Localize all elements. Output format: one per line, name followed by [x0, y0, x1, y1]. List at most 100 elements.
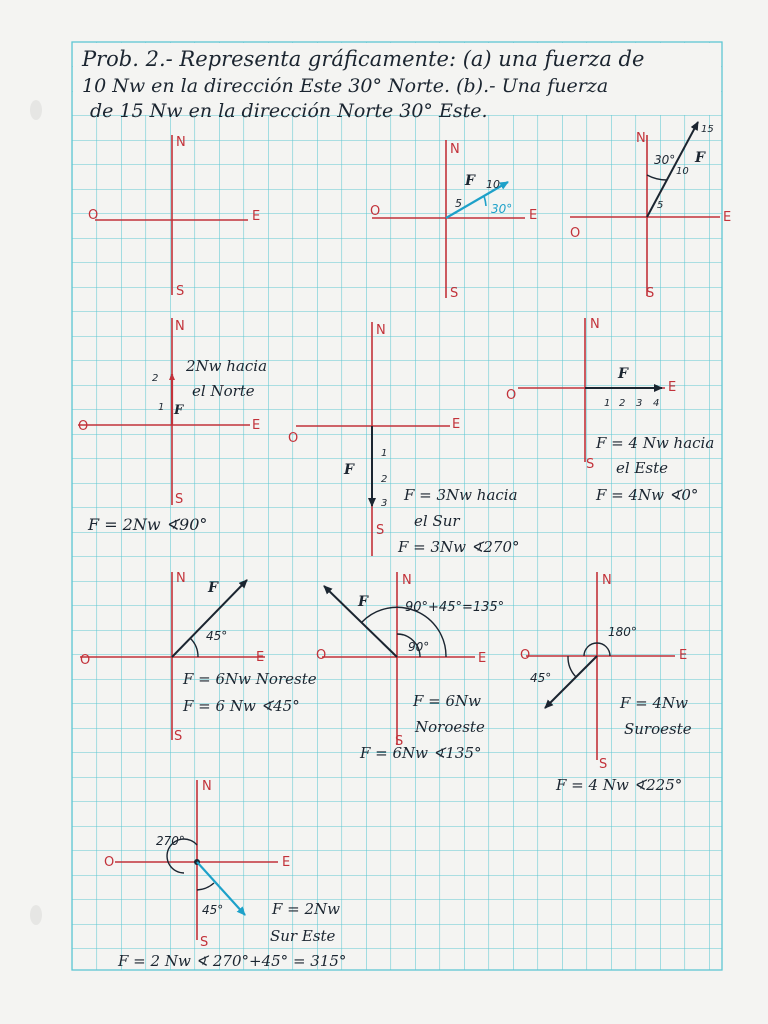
note-line-1: F = 2Nw: [271, 900, 340, 918]
diagram-10nw-este-30-norte: N S E O 5 10 F 30°: [370, 140, 537, 301]
angle-arc-90: [396, 633, 421, 658]
east-label: E: [529, 208, 537, 223]
east-label: E: [679, 648, 687, 663]
angle-label-big: 270°: [156, 834, 185, 848]
angle-arc-45: [567, 655, 577, 678]
tick-label: 10: [486, 178, 500, 191]
diagram-3nw-sur: N S E O 1 2 3 F F = 3Nw hacia el Sur F =…: [288, 322, 520, 556]
north-label: N: [176, 135, 186, 150]
south-label: S: [200, 935, 208, 950]
note-line-2: el Norte: [192, 382, 255, 400]
south-label: S: [586, 457, 594, 472]
north-label: N: [450, 142, 460, 157]
tick-label: 3: [381, 498, 387, 509]
vector-label: F: [357, 594, 369, 610]
east-label: E: [478, 651, 486, 666]
angle-arc: [189, 637, 199, 658]
result-text: F = 6 Nw ∢45°: [182, 697, 300, 715]
west-label: O: [370, 204, 380, 219]
south-label: S: [599, 757, 607, 772]
angle-label: 90°: [408, 640, 429, 654]
angle-label: 30°: [491, 202, 512, 216]
north-label: N: [175, 319, 185, 334]
north-label: N: [602, 573, 612, 588]
west-label: O: [88, 208, 98, 223]
note-line-2: Noroeste: [414, 718, 485, 736]
tick-label: 2: [381, 474, 387, 485]
tick-label: 15: [701, 124, 714, 135]
east-label: E: [256, 650, 264, 665]
diagram-6nw-noreste: N S E O 45° F F = 6Nw Noreste F = 6 Nw ∢…: [80, 571, 317, 744]
force-vector: [323, 585, 398, 658]
tick-label: 1: [604, 398, 610, 409]
vector-label: F: [464, 173, 476, 189]
angle-label-small: 45°: [530, 671, 551, 685]
note-line-1: F = 4Nw: [619, 694, 688, 712]
note-line-2: el Este: [616, 459, 668, 477]
west-label: O: [78, 419, 88, 434]
north-label: N: [176, 571, 186, 586]
result-text: F = 4Nw ∢0°: [595, 486, 698, 504]
west-label: O: [288, 431, 298, 446]
south-label: S: [175, 492, 183, 507]
diagram-4nw-este: N S E O 1 2 3 4 F F = 4 Nw hacia el Este…: [506, 317, 714, 504]
force-vector: [646, 121, 699, 218]
west-label: O: [520, 648, 530, 663]
binder-hole: [30, 905, 42, 925]
note-line-2: el Sur: [414, 512, 460, 530]
angle-arc-180: [583, 642, 611, 657]
result-text: F = 6Nw ∢135°: [359, 744, 482, 762]
south-label: S: [450, 286, 458, 301]
south-label: S: [646, 286, 654, 301]
header-band: [73, 43, 721, 115]
tick-label: 3: [636, 398, 642, 409]
north-label: N: [402, 573, 412, 588]
vector-label: F: [343, 462, 355, 478]
vector-label: F: [173, 403, 184, 418]
angle-arc: [646, 174, 668, 181]
angle-arc: [483, 195, 487, 207]
angle-label: 45°: [206, 629, 227, 643]
east-label: E: [723, 210, 731, 225]
south-label: S: [176, 284, 184, 299]
angle-arc-270: [166, 838, 198, 874]
tick-label: 2: [152, 373, 158, 384]
tick-label: 4: [653, 398, 659, 409]
north-label: N: [202, 779, 212, 794]
diagram-2nw-norte: N S E O 1 2 F 2Nw hacia el Norte F = 2Nw…: [78, 318, 267, 534]
east-label: E: [252, 418, 260, 433]
note-line-1: 2Nw hacia: [185, 357, 267, 375]
binder-hole: [30, 100, 42, 120]
angle-label-big: 180°: [608, 625, 637, 639]
result-text: F = 4 Nw ∢225°: [555, 776, 682, 794]
result-text: F = 3Nw ∢270°: [397, 538, 520, 556]
note-line-2: Sur Este: [270, 927, 336, 945]
north-label: N: [636, 131, 646, 146]
east-label: E: [452, 417, 460, 432]
vector-label: F: [207, 580, 219, 596]
angle-arc-135: [361, 606, 447, 658]
note-line-1: F = 3Nw hacia: [403, 486, 518, 504]
tick-label: 1: [381, 448, 387, 459]
graph-grid: [72, 42, 722, 970]
west-label: O: [506, 388, 516, 403]
south-label: S: [395, 734, 403, 749]
east-label: E: [252, 209, 260, 224]
west-label: O: [104, 855, 114, 870]
tick-label: 10: [676, 166, 689, 177]
note-line-1: F = 6Nw Noreste: [182, 670, 317, 688]
force-vector: [544, 655, 598, 709]
note-line-1: F = 6Nw: [412, 692, 481, 710]
north-label: N: [376, 323, 386, 338]
diagram-15nw-norte-30-este: N S E O 5 10 15 30° F: [570, 121, 731, 301]
south-label: S: [376, 523, 384, 538]
tick-label: 1: [158, 402, 164, 413]
west-label: O: [316, 648, 326, 663]
tick-label: 5: [657, 200, 663, 211]
diagram-2nw-sur-este: N S E O 270° 45° F = 2Nw Sur Este F = 2 …: [104, 779, 346, 970]
force-vector: [196, 861, 246, 916]
vector-label: F: [617, 366, 629, 382]
north-label: N: [590, 317, 600, 332]
angle-label-small: 45°: [202, 903, 223, 917]
force-vector: [171, 579, 248, 658]
